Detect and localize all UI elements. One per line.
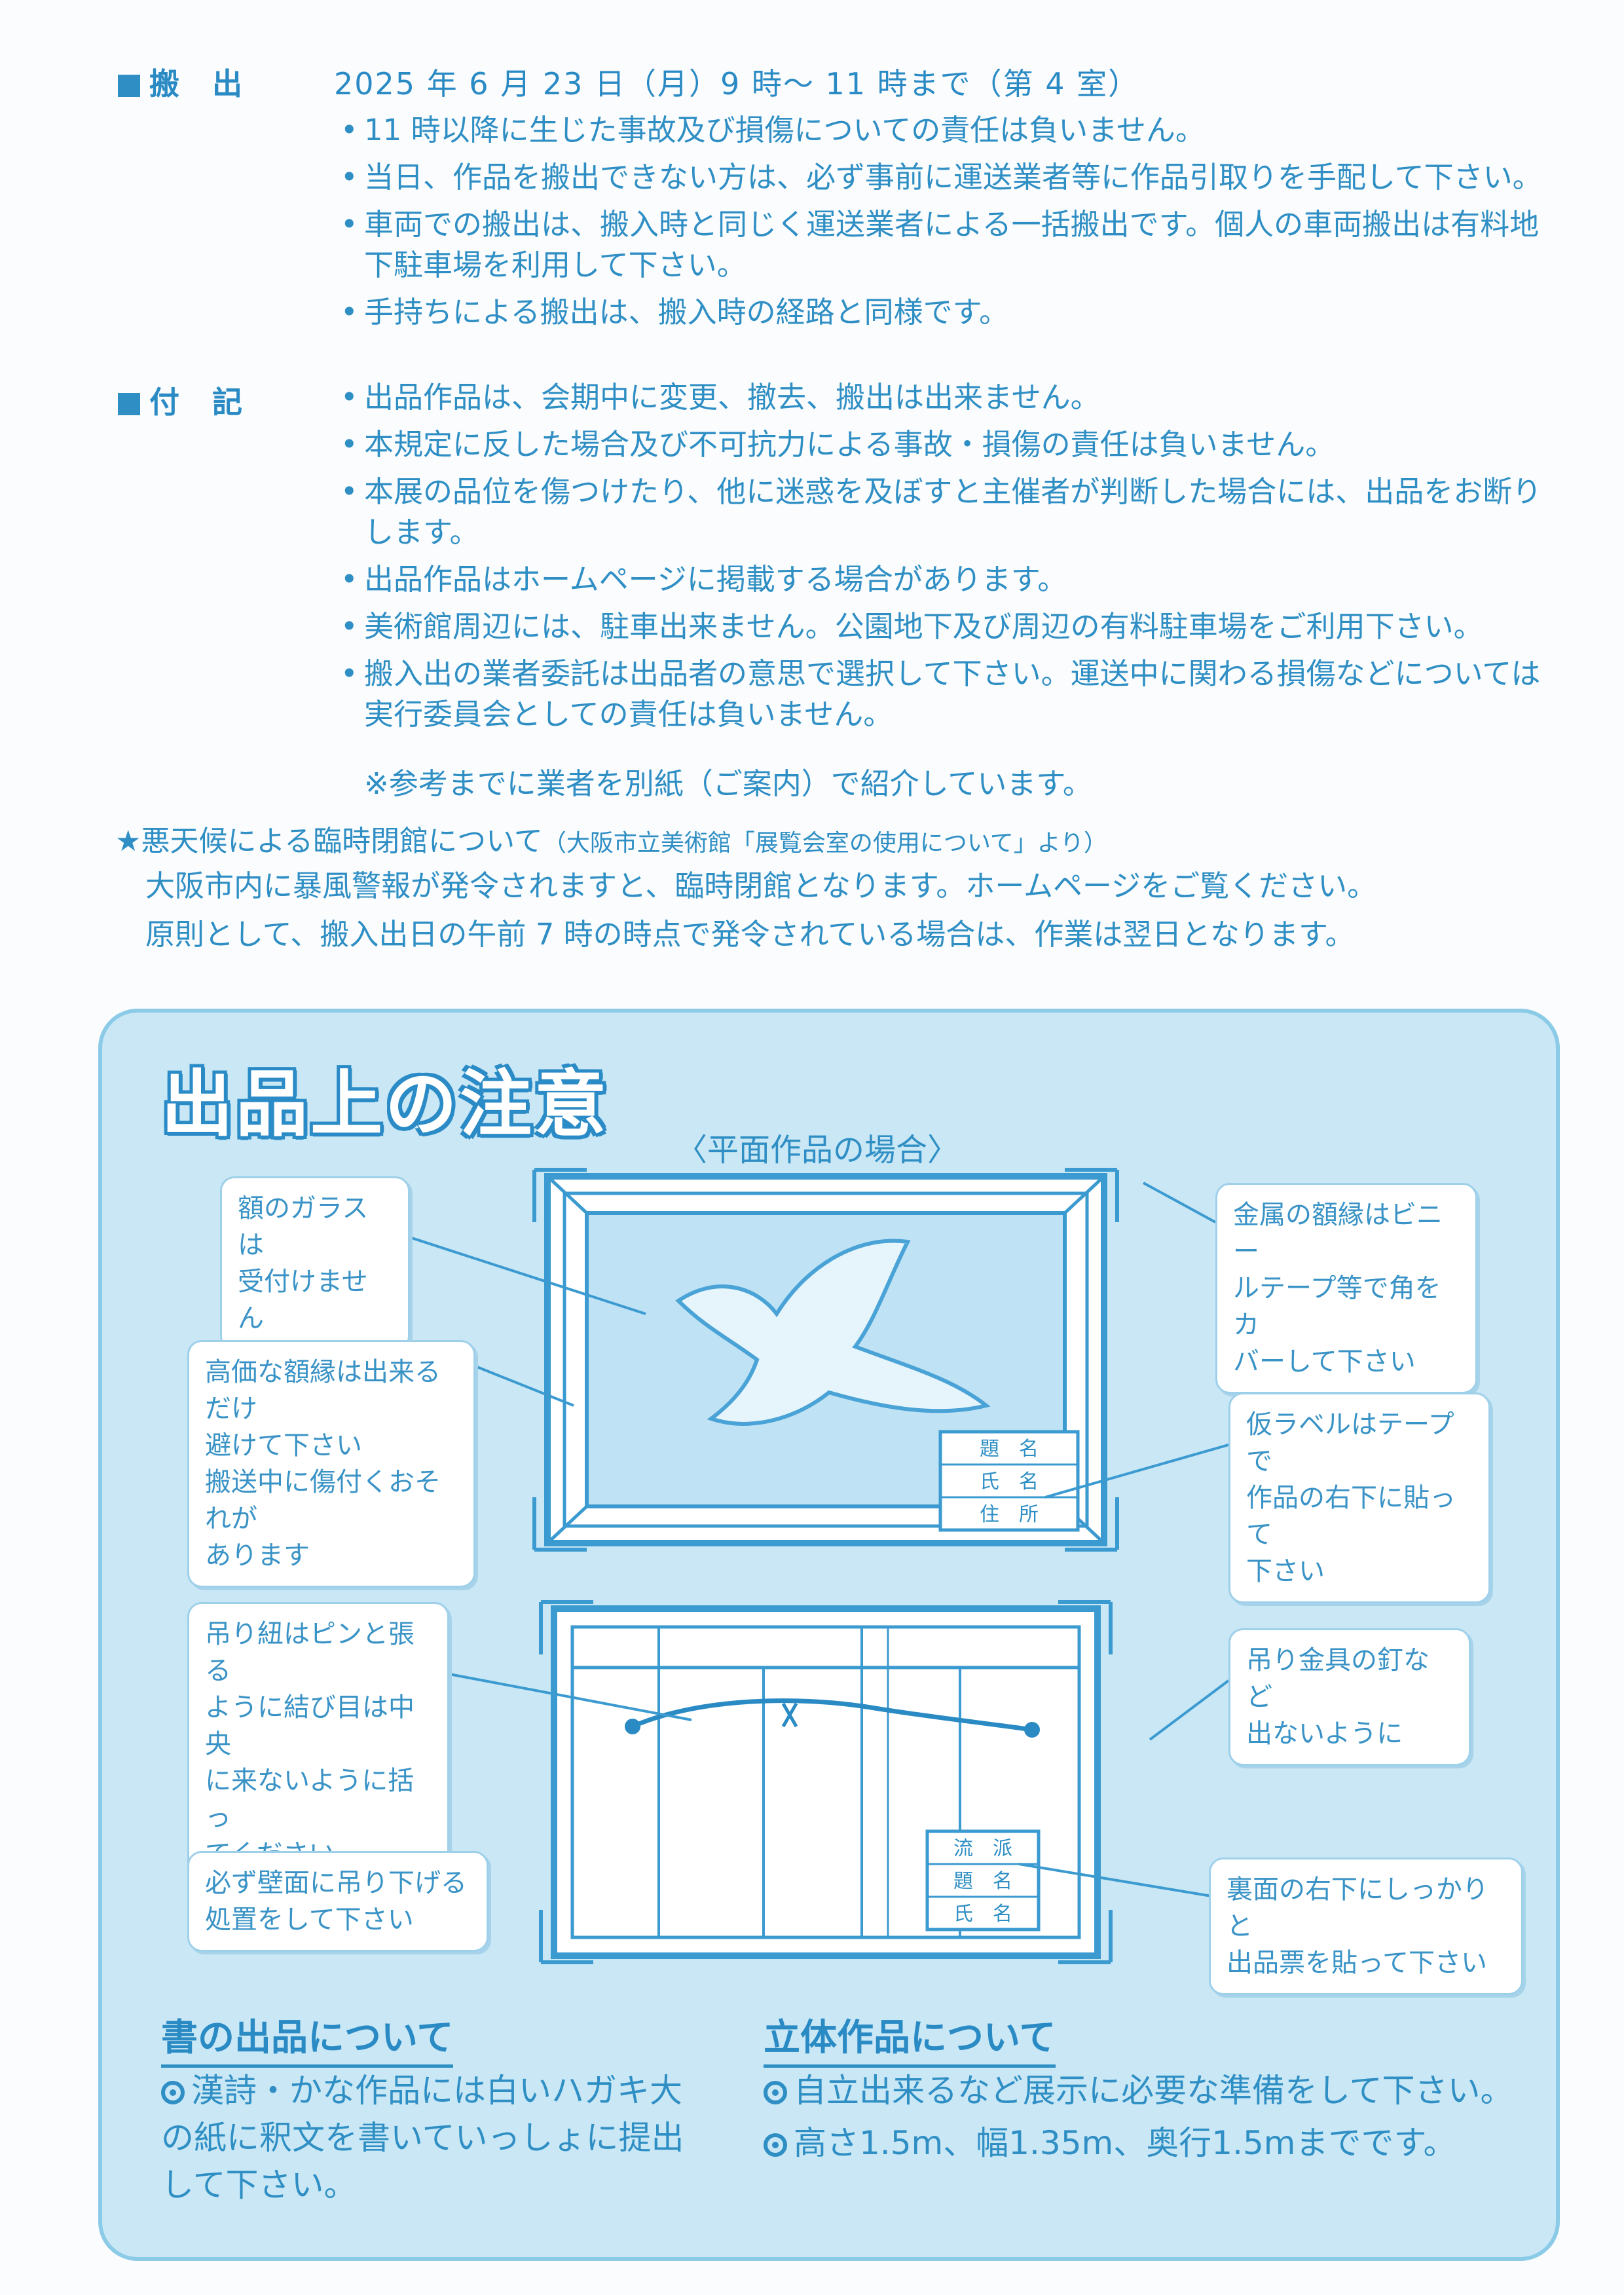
callout-temp-label: 仮ラベルはテープで 作品の右下に貼って 下さい bbox=[1228, 1392, 1490, 1603]
callout-line: 仮ラベルはテープで bbox=[1246, 1409, 1454, 1476]
callout-line: バーして下さい bbox=[1233, 1347, 1416, 1377]
front-label-name: 氏 名 bbox=[980, 1470, 1039, 1493]
notes-item: 本展の品位を傷つけたり、他に迷惑を及ぼすと主催者が判断した場合には、出品をお断り… bbox=[341, 472, 1559, 553]
hanging-string-icon bbox=[631, 1698, 1033, 1732]
notes-list: 出品作品は、会期中に変更、撤去、搬出は出来ません。 本規定に反した場合及び不可抗… bbox=[341, 377, 1559, 741]
callout-line: 下さい bbox=[1246, 1556, 1325, 1586]
callout-line: 高価な額縁は出来るだけ bbox=[205, 1357, 441, 1424]
callout-line: ルテープ等で角をカ bbox=[1233, 1273, 1441, 1340]
calligraphy-title: 書の出品について bbox=[161, 2008, 454, 2068]
carryout-item: 手持ちによる搬出は、搬入時の経路と同様です。 bbox=[341, 292, 1559, 333]
sculpture-item-text: 自立出来るなど展示に必要な準備をして下さい。 bbox=[794, 2072, 1513, 2110]
callout-glass: 額のガラスは 受付けません bbox=[220, 1176, 410, 1351]
callout-hang: 必ず壁面に吊り下げる 処置をして下さい bbox=[187, 1851, 489, 1952]
circle-bullet-icon bbox=[764, 2133, 787, 2157]
callout-line: 処置をして下さい bbox=[205, 1905, 414, 1935]
front-label-address: 住 所 bbox=[980, 1503, 1039, 1526]
notes-item: 出品作品はホームページに掲載する場合があります。 bbox=[341, 559, 1559, 600]
notes-reference: ※参考までに業者を別紙（ご案内）で紹介しています。 bbox=[364, 766, 1092, 801]
back-label-title: 題 名 bbox=[953, 1870, 1012, 1893]
callout-line: 受付けません bbox=[238, 1267, 368, 1334]
calligraphy-item-text: 漢詩・かな作品には白いハガキ大の紙に釈文を書いていっしょに提出して下さい。 bbox=[161, 2072, 684, 2204]
callout-expensive-frame: 高価な額縁は出来るだけ 避けて下さい 搬送中に傷付くおそれが あります bbox=[187, 1340, 475, 1588]
weather-heading: ★悪天候による臨時閉館について（大阪市立美術館「展覧会室の使用について」より） bbox=[115, 817, 1107, 859]
notes-item: 本規定に反した場合及び不可抗力による事故・損傷の責任は負いません。 bbox=[341, 424, 1559, 465]
front-label-title: 題 名 bbox=[980, 1438, 1039, 1461]
callout-line: 裏面の右下にしっかりと bbox=[1227, 1875, 1488, 1941]
front-label: 題 名 氏 名 住 所 bbox=[953, 1433, 1065, 1531]
callout-line: 額のガラスは bbox=[238, 1193, 369, 1260]
callout-line: 必ず壁面に吊り下げる bbox=[205, 1868, 467, 1898]
square-bullet-icon bbox=[118, 75, 140, 97]
callout-line: 出ないように bbox=[1246, 1719, 1403, 1749]
back-label-name: 氏 名 bbox=[953, 1903, 1012, 1926]
carryout-item: 車両での搬出は、搬入時と同じく運送業者による一括搬出です。個人の車両搬出は有料地… bbox=[341, 204, 1559, 286]
calligraphy-item: 漢詩・かな作品には白いハガキ大の紙に釈文を書いていっしょに提出して下さい。 bbox=[161, 2067, 711, 2209]
sculpture-item: 自立出来るなど展示に必要な準備をして下さい。 bbox=[764, 2067, 1549, 2114]
callout-metal-frame: 金属の額縁はビニー ルテープ等で角をカ バーして下さい bbox=[1215, 1183, 1477, 1394]
callout-line: 吊り金具の釘など bbox=[1246, 1645, 1430, 1712]
callout-line: ように結び目は中央 bbox=[205, 1692, 415, 1759]
callout-string: 吊り紐はピンと張る ように結び目は中央 に来ないように括っ てください bbox=[187, 1602, 449, 1886]
circle-bullet-icon bbox=[161, 2081, 185, 2104]
notes-item: 搬入出の業者委託は出品者の意思で選択して下さい。運送中に関わる損傷などについては… bbox=[341, 654, 1559, 735]
callout-line: 吊り紐はピンと張る bbox=[205, 1619, 415, 1686]
caution-panel: 出品上の注意 〈平面作品の場合〉 bbox=[98, 1009, 1560, 2261]
callout-back-label: 裏面の右下にしっかりと 出品票を貼って下さい bbox=[1209, 1857, 1523, 1995]
carryout-schedule: 2025 年 6 月 23 日（月）9 時～ 11 時まで（第 4 室） bbox=[334, 66, 1140, 102]
sculpture-item: 高さ1.5m、幅1.35m、奥行1.5mまでです。 bbox=[764, 2119, 1549, 2167]
callout-line: 作品の右下に貼って bbox=[1246, 1483, 1456, 1550]
weather-line-2: 原則として、搬入出日の午前 7 時の時点で発令されている場合は、作業は翌日となり… bbox=[145, 917, 1355, 952]
square-bullet-icon bbox=[118, 393, 140, 415]
flat-work-heading: 〈平面作品の場合〉 bbox=[676, 1132, 959, 1168]
dove-icon bbox=[675, 1239, 991, 1426]
caution-title: 出品上の注意 bbox=[161, 1062, 609, 1146]
back-label-school: 流 派 bbox=[953, 1837, 1012, 1860]
carryout-item: 11 時以降に生じた事故及び損傷についての責任は負いません。 bbox=[341, 110, 1559, 151]
weather-line-1: 大阪市内に暴風警報が発令されますと、臨時閉館となります。ホームページをご覧くださ… bbox=[145, 868, 1377, 903]
sculpture-title: 立体作品について bbox=[764, 2008, 1056, 2068]
callout-line: に来ないように括っ bbox=[205, 1766, 415, 1833]
callout-nails: 吊り金具の釘など 出ないように bbox=[1228, 1628, 1471, 1766]
carryout-label: 搬 出 bbox=[118, 60, 244, 103]
callout-line: あります bbox=[205, 1540, 310, 1571]
carryout-list: 11 時以降に生じた事故及び損傷についての責任は負いません。 当日、作品を搬出で… bbox=[341, 110, 1559, 339]
circle-bullet-icon bbox=[764, 2081, 787, 2104]
callout-line: 避けて下さい bbox=[205, 1430, 362, 1461]
weather-title: ★悪天候による臨時閉館について bbox=[115, 825, 543, 858]
notes-label: 付 記 bbox=[118, 379, 244, 422]
callout-line: 金属の額縁はビニー bbox=[1233, 1200, 1443, 1267]
carryout-item: 当日、作品を搬出できない方は、必ず事前に運送業者等に作品引取りを手配して下さい。 bbox=[341, 157, 1559, 198]
notes-item: 出品作品は、会期中に変更、撤去、搬出は出来ません。 bbox=[341, 377, 1559, 418]
weather-source: （大阪市立美術館「展覧会室の使用について」より） bbox=[542, 830, 1108, 857]
notes-item: 美術館周辺には、駐車出来ません。公園地下及び周辺の有料駐車場をご利用下さい。 bbox=[341, 606, 1559, 647]
sculpture-item-text: 高さ1.5m、幅1.35m、奥行1.5mまでです。 bbox=[794, 2124, 1456, 2162]
callout-line: 出品票を貼って下さい bbox=[1227, 1948, 1487, 1978]
back-label: 流 派 題 名 氏 名 bbox=[932, 1833, 1033, 1931]
callout-line: 搬送中に傷付くおそれが bbox=[205, 1467, 441, 1534]
